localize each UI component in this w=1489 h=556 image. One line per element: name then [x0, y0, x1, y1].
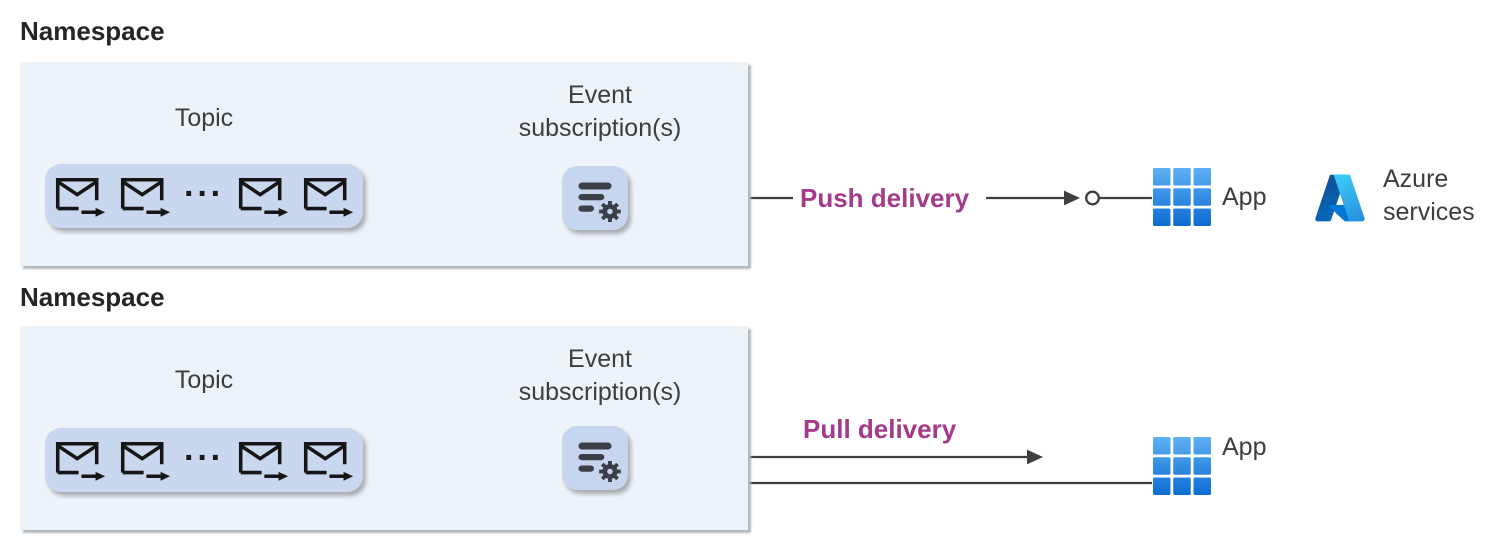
- azure-services-label-line2: services: [1383, 198, 1475, 226]
- filter-gear-icon: [562, 426, 628, 490]
- event-subscription-label-line2: subscription(s): [518, 114, 682, 142]
- event-subscription-label-line1: Event: [568, 345, 632, 373]
- push-delivery-label: Push delivery: [800, 183, 970, 213]
- azure-services-label: Azure services: [1383, 163, 1475, 229]
- topic-pill: ···: [45, 428, 363, 492]
- push-endpoint-circle-icon: [1085, 190, 1100, 206]
- topic-pill: ···: [45, 164, 363, 228]
- event-subscription-label: Event subscription(s): [480, 79, 720, 145]
- app-label: App: [1222, 183, 1267, 211]
- pull-delivery-label: Pull delivery: [803, 414, 957, 444]
- envelope-icon: [237, 440, 289, 481]
- ellipsis-dots: ···: [184, 175, 224, 213]
- event-subscription-icon: [562, 426, 628, 490]
- envelope-icon: [302, 176, 354, 217]
- push-arrowhead-icon: [1064, 190, 1080, 206]
- azure-services-label-line1: Azure: [1383, 165, 1449, 193]
- app-label: App: [1222, 433, 1267, 461]
- ellipsis-dots: ···: [184, 439, 224, 477]
- envelope-icon: [54, 176, 106, 217]
- envelope-icon: [302, 440, 354, 481]
- app-grid-icon: [1153, 437, 1211, 495]
- envelope-icon: [119, 440, 171, 481]
- event-subscription-icon: [562, 166, 628, 230]
- namespace-label: Namespace: [20, 282, 165, 312]
- event-subscription-label: Event subscription(s): [480, 343, 720, 409]
- filter-gear-icon: [562, 166, 628, 230]
- namespace-label: Namespace: [20, 16, 165, 46]
- app-grid-icon: [1153, 168, 1211, 226]
- azure-logo-icon: [1313, 171, 1367, 225]
- envelope-icon: [119, 176, 171, 217]
- event-subscription-label-line1: Event: [568, 81, 632, 109]
- topic-label: Topic: [174, 366, 234, 394]
- topic-label: Topic: [174, 104, 234, 132]
- envelope-icon: [237, 176, 289, 217]
- pull-arrowhead-icon: [1027, 449, 1043, 465]
- envelope-icon: [54, 440, 106, 481]
- event-subscription-label-line2: subscription(s): [518, 378, 682, 406]
